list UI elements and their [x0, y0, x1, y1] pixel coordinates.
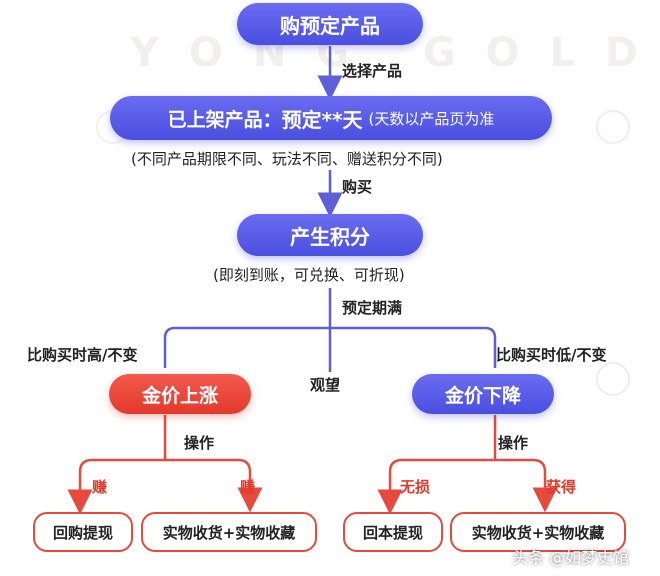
node-gold-down-label: 金价下降: [444, 384, 521, 407]
edge-gain: 获得: [546, 478, 577, 496]
node-gold-up: 金价上涨: [109, 374, 251, 414]
edge-operate-left: 操作: [184, 434, 215, 452]
node-gold-down: 金价下降: [412, 374, 554, 414]
node-physical-right: 实物收货+实物收藏: [450, 512, 626, 552]
branch-line: [163, 326, 497, 368]
node-points: 产生积分: [237, 214, 423, 256]
listed-note: (天数以产品页为准: [368, 109, 495, 128]
node-physical-left: 实物收货+实物收藏: [141, 512, 317, 552]
edge-operate-right: 操作: [498, 434, 529, 452]
watermark-logo-icon: [596, 110, 630, 144]
split-right: [388, 458, 558, 513]
node-buy-product-label: 购预定产品: [280, 13, 380, 38]
edge-select-product: 选择产品: [342, 62, 403, 80]
node-redeem-left: 回购提现: [33, 512, 133, 552]
edge-no-loss: 无损: [400, 478, 431, 496]
listed-bold: 预定**天: [281, 107, 363, 132]
node-points-label: 产生积分: [290, 224, 370, 249]
edge-earn-a: 赚: [92, 478, 108, 496]
points-subtitle: (即刻到账，可兑换、可折现): [213, 266, 405, 284]
node-gold-up-label: 金价上涨: [141, 384, 218, 407]
edge-earn-b: 赚: [240, 478, 256, 496]
edge-lower: 比购买时低/不变: [496, 346, 607, 364]
edge-expire: 预定期满: [342, 299, 403, 317]
node-redeem-left-label: 回购提现: [52, 523, 113, 542]
listed-prefix: 已上架产品：: [167, 108, 282, 131]
node-listed-product: 已上架产品： 预定**天 (天数以产品页为准: [110, 96, 552, 140]
node-physical-right-label: 实物收货+实物收藏: [471, 523, 605, 542]
source-watermark: 头条 @如梦史馆: [512, 548, 630, 567]
node-principal-right: 回本提现: [343, 512, 443, 552]
edge-watch: 观望: [310, 376, 341, 394]
node-buy-product: 购预定产品: [237, 3, 423, 45]
listed-subtitle: (不同产品期限不同、玩法不同、赠送积分不同): [131, 150, 443, 168]
edge-purchase: 购买: [342, 178, 373, 196]
edge-higher: 比购买时高/不变: [27, 346, 138, 364]
node-physical-left-label: 实物收货+实物收藏: [162, 523, 296, 542]
node-principal-right-label: 回本提现: [362, 523, 423, 542]
split-left: [78, 458, 263, 513]
watermark-logo-icon: [596, 362, 630, 396]
